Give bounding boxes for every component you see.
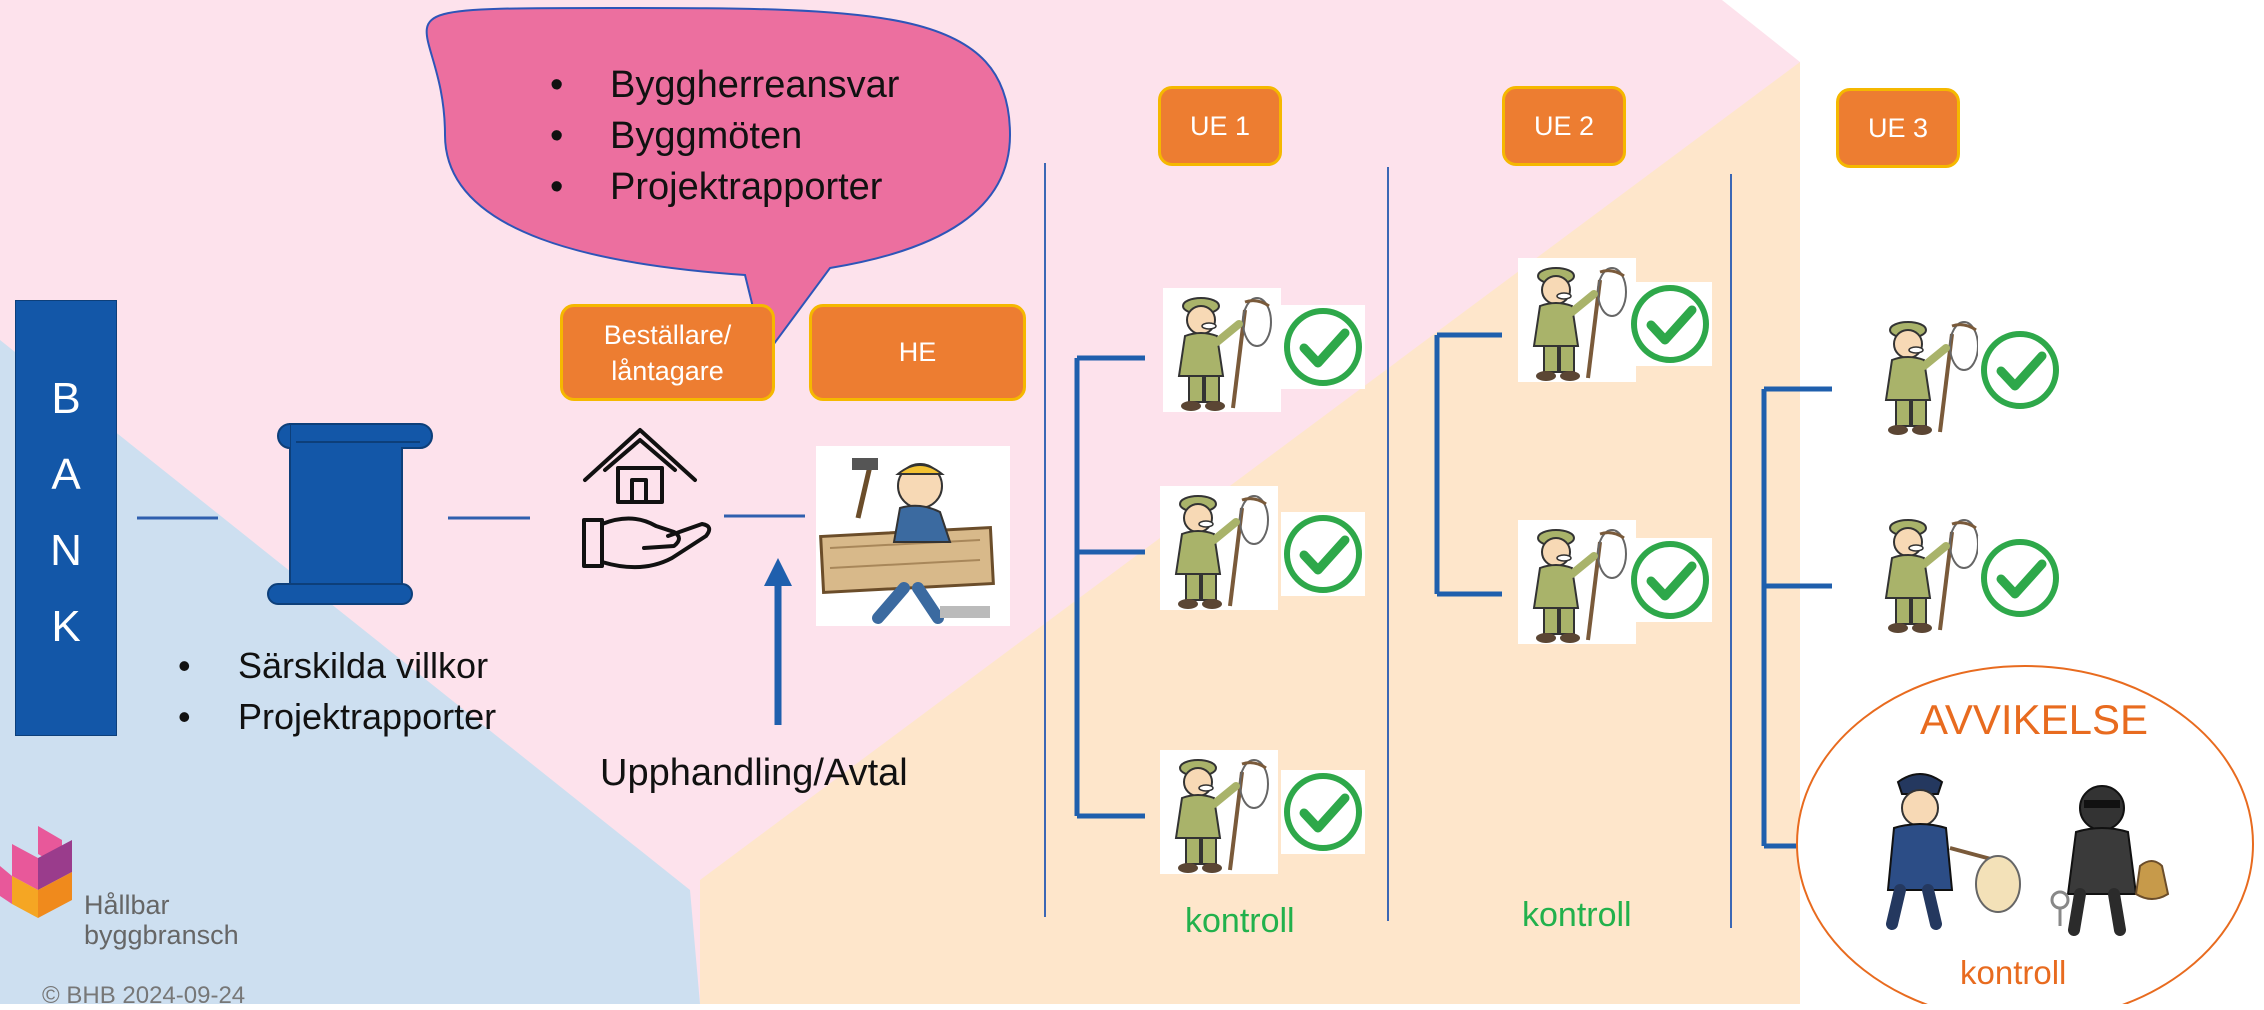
bracket-ue2 xyxy=(1434,332,1502,597)
procurement-arrow-head xyxy=(764,558,792,586)
burglar-icon xyxy=(2050,785,2170,936)
client-box: Beställare/ låntagare xyxy=(560,304,775,401)
speech-bubble-item: Byggherreansvar xyxy=(550,60,899,111)
bank-conditions-list: Särskilda villkor Projektrapporter xyxy=(178,640,496,742)
deviation-ellipse xyxy=(1796,665,2254,1004)
bank-letter: A xyxy=(51,450,81,499)
ue3-label: UE 3 xyxy=(1867,112,1929,143)
inspector-with-net-icon xyxy=(1518,520,1636,644)
bracket-ue1 xyxy=(1074,355,1145,819)
checkmark-icon xyxy=(1281,512,1365,596)
logo-text-line: byggbransch xyxy=(84,920,239,950)
speech-bubble-list: Byggherreansvar Byggmöten Projektrapport… xyxy=(550,60,899,213)
checkmark-icon xyxy=(1978,328,2062,412)
kontroll-label-ue2: kontroll xyxy=(1522,896,1632,934)
ue2-label: UE 2 xyxy=(1533,110,1595,141)
inspector-with-net-icon xyxy=(1870,510,1988,634)
house-in-hand-icon xyxy=(582,428,712,570)
bank-condition-item: Särskilda villkor xyxy=(178,640,496,691)
bank-condition-item: Projektrapporter xyxy=(178,691,496,742)
logo-text: Hållbar byggbransch xyxy=(84,890,239,950)
ue1-box: UE 1 xyxy=(1158,86,1282,166)
logo-text-line: Hållbar xyxy=(84,890,170,920)
main-contractor-box: HE xyxy=(809,304,1026,401)
inspector-with-net-icon xyxy=(1160,750,1278,874)
document-scroll-icon xyxy=(267,423,433,605)
inspector-with-net-icon xyxy=(1870,312,1988,436)
checkmark-icon xyxy=(1281,305,1365,389)
footer-copyright: © BHB 2024-09-24 xyxy=(42,982,246,1009)
inspector-with-net-icon xyxy=(1160,486,1278,610)
speech-bubble-item: Byggmöten xyxy=(550,111,899,162)
checkmark-icon xyxy=(1978,536,2062,620)
procurement-label: Upphandling/Avtal xyxy=(600,752,908,794)
checkmark-icon xyxy=(1628,538,1712,622)
carpenter-icon xyxy=(816,446,1010,626)
speech-bubble-item: Projektrapporter xyxy=(550,162,899,213)
checkmark-icon xyxy=(1281,770,1365,854)
inspector-with-net-icon xyxy=(1163,288,1281,412)
bank-letter: B xyxy=(51,374,81,423)
checkmark-icon xyxy=(1628,282,1712,366)
inspector-with-net-icon xyxy=(1518,258,1636,382)
bank-letter: N xyxy=(50,526,82,575)
client-label: Beställare/ låntagare xyxy=(603,319,732,386)
deviation-label: AVVIKELSE xyxy=(1920,696,2149,743)
ue3-box: UE 3 xyxy=(1836,88,1960,168)
ue1-label: UE 1 xyxy=(1189,110,1251,141)
kontroll-label-ue3: kontroll xyxy=(1960,954,2067,991)
ue2-box: UE 2 xyxy=(1502,86,1626,166)
hallbar-byggbransch-logo xyxy=(0,826,72,918)
bank-box: B A N K xyxy=(15,300,117,736)
kontroll-label-ue1: kontroll xyxy=(1185,902,1295,940)
bank-letter: K xyxy=(51,602,81,651)
main-contractor-label: HE xyxy=(898,337,937,367)
bracket-ue3 xyxy=(1761,386,1832,849)
police-officer-icon xyxy=(1886,773,2021,930)
